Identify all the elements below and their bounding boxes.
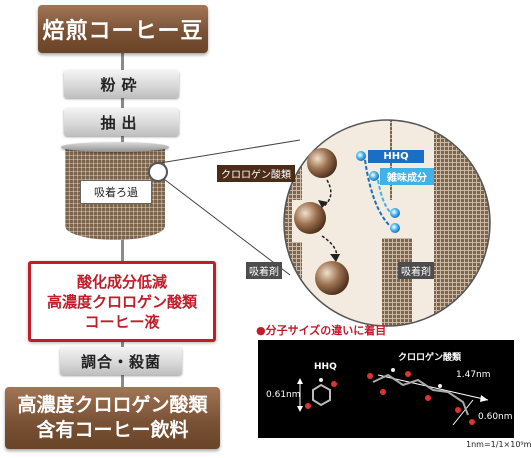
product-line-1: 高濃度クロロゲン酸類: [17, 394, 208, 416]
molecule-size-caption: ●分子サイズの違いに着目: [256, 324, 387, 337]
other-components-tag: 雑味成分: [380, 168, 434, 185]
cga-length: 1.47nm: [456, 370, 491, 380]
molecule-ball-2: [294, 202, 326, 234]
molecule-ball-1: [307, 148, 337, 178]
unit-footnote: 1nm=1/1×10⁹m: [466, 440, 531, 449]
product-line-2: 含有コーヒー飲料: [36, 419, 189, 441]
cga-name: クロロゲン酸類: [398, 353, 462, 363]
blend-sterilize-label: 調合・殺菌: [80, 352, 161, 371]
other-components-label: 雑味成分: [387, 173, 427, 184]
molecule-structures: [297, 368, 489, 426]
result-line-1: 酸化成分低減: [76, 272, 167, 291]
hhq-name: HHQ: [314, 362, 337, 372]
hhq-ring: [312, 383, 331, 407]
hhq-tag: HHQ: [368, 150, 424, 163]
chlorogenic-acid-label: クロロゲン酸類: [221, 170, 291, 181]
cga-width: 0.60nm: [478, 412, 513, 422]
result-line-3: コーヒー液: [84, 312, 160, 331]
magnify-point-icon: [148, 162, 168, 182]
extract-step-box: 抽出: [64, 108, 179, 136]
hhq-bubble: [356, 151, 366, 161]
adsorbent-tag-right: 吸着剤: [398, 262, 434, 279]
molecule-size-panel: HHQ 0.61nm クロロゲン酸類 1.47nm 0.60nm: [258, 340, 514, 438]
product-box: 高濃度クロロゲン酸類 含有コーヒー飲料: [5, 387, 220, 449]
other-bubble: [369, 171, 379, 181]
extract-step-label: 抽出: [100, 113, 143, 132]
result-liquid-box: 酸化成分低減 高濃度クロロゲン酸類 コーヒー液: [28, 261, 216, 342]
adsorption-filter-label: 吸着ろ過: [80, 180, 152, 204]
adsorbent-label-left: 吸着剤: [249, 267, 279, 278]
hhq-size: 0.61nm: [266, 390, 301, 400]
blend-sterilize-step-box: 調合・殺菌: [60, 347, 182, 375]
adsorbent-tag-left: 吸着剤: [246, 262, 282, 279]
grind-step-label: 粉砕: [100, 75, 143, 94]
adsorbent-label-right: 吸着剤: [401, 267, 431, 278]
roasted-beans-box: 焙煎コーヒー豆: [38, 5, 208, 53]
molecule-ball-3: [315, 261, 349, 295]
hhq-label: HHQ: [383, 151, 409, 162]
grind-step-box: 粉砕: [64, 70, 179, 98]
chlorogenic-acid-tag: クロロゲン酸類: [217, 165, 295, 182]
cga-chain: [372, 373, 469, 416]
result-line-2: 高濃度クロロゲン酸類: [46, 292, 197, 311]
adsorption-filter-text: 吸着ろ過: [94, 186, 138, 199]
filter-vessel-rim: [61, 142, 169, 152]
zoom-lines: [159, 139, 301, 276]
roasted-beans-label: 焙煎コーヒー豆: [42, 19, 204, 44]
